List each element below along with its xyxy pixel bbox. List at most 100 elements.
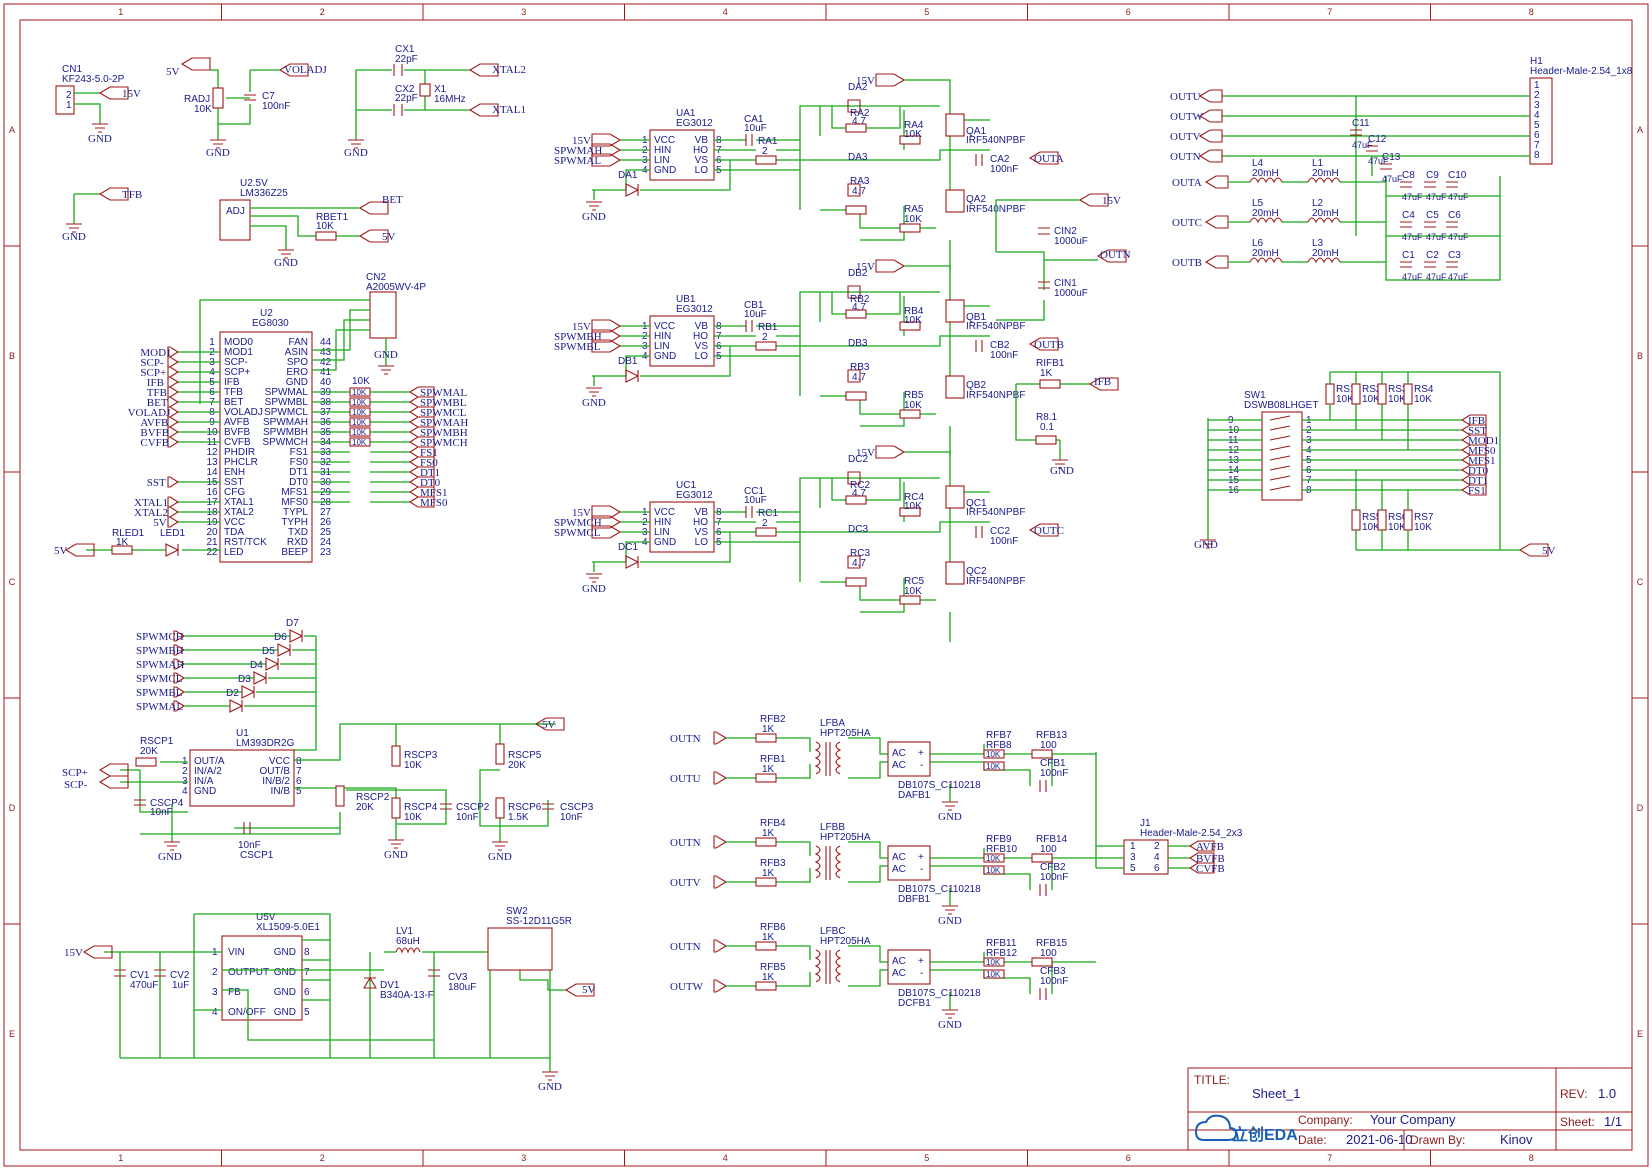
bootstrap-diode: [625, 369, 640, 383]
svg-text:C7: C7: [262, 91, 275, 102]
net-flag: [408, 396, 435, 408]
eg8030-pin-name: MOD1: [224, 347, 253, 358]
net-flag: [1204, 215, 1229, 229]
inductor-value: 20mH: [1312, 168, 1339, 179]
or-diode: [229, 699, 244, 713]
eg8030-pin-name: TXD: [288, 527, 308, 538]
cap-value: 100nF: [990, 164, 1018, 175]
resistor-value: 2: [762, 518, 768, 529]
svg-text:CIN1: CIN1: [1054, 278, 1077, 289]
pulldown-resistor: [899, 409, 921, 419]
diode-ref: D6: [274, 632, 287, 643]
net-flag: [167, 386, 180, 398]
or-diode: [277, 643, 292, 657]
net-label: FS1: [1468, 485, 1486, 497]
bridge-ref: DCFB1: [898, 998, 931, 1009]
svg-text:Company:: Company:: [1298, 1113, 1353, 1127]
resistor-ref: RFB9: [986, 834, 1012, 845]
filter-cap: [1424, 181, 1436, 188]
transformer-part: HPT205HA: [820, 728, 871, 739]
net-flag: [408, 466, 435, 478]
resistor-ref: RA4: [904, 120, 924, 131]
eg8030-pin-name: BEEP: [281, 547, 308, 558]
svg-text:J1: J1: [1140, 818, 1151, 829]
cap-value: 47uF: [1402, 272, 1423, 282]
eg8030-pin-name: TDA: [224, 527, 244, 538]
snubber-cap: [975, 526, 983, 538]
eg8030-pin-name: SPWMBL: [265, 397, 309, 408]
eg8030-pin-num: 41: [320, 367, 332, 378]
gnd-label: GND: [582, 397, 606, 409]
net-flag: [591, 339, 622, 353]
filter-resistor: [1031, 853, 1053, 863]
svg-text:CIN2: CIN2: [1054, 226, 1077, 237]
svg-text:CX1: CX1: [395, 44, 415, 55]
svg-text:GND: GND: [374, 349, 398, 361]
pulldown-resistor: [899, 595, 921, 605]
buck-block: U5V XL1509-5.0E1 VIN1OUTPUT2FB3ON/OFF4GN…: [64, 906, 596, 1093]
cap-ref: CA1: [744, 114, 764, 125]
net-flag: [167, 506, 180, 518]
resistor-ref: RC5: [904, 576, 924, 587]
cap-ref: C12: [1368, 134, 1387, 145]
dc-bus-block: CIN2 1000uF CIN1 1000uF 15V OUTN IFB RIF…: [995, 193, 1131, 477]
lm393-pin-num: 7: [296, 766, 302, 777]
bridge-pin: +: [918, 748, 924, 759]
eg8030-pin-name: BET: [224, 397, 243, 408]
svg-text:180uF: 180uF: [448, 982, 476, 993]
net-label: MFS0: [420, 497, 448, 509]
net-flag: [408, 486, 435, 498]
diode-ref: D7: [286, 618, 299, 629]
driver-pin-name: HIN: [654, 331, 671, 342]
mosfet-ref: QC2: [966, 566, 987, 577]
net-label: MOD1: [1468, 435, 1499, 447]
svg-text:22pF: 22pF: [395, 93, 418, 104]
svg-text:OUTN: OUTN: [1100, 249, 1131, 261]
resistor-ref: RFB12: [986, 948, 1018, 959]
svg-text:A2005WV-4P: A2005WV-4P: [366, 282, 426, 293]
resistor-ref: RFB10: [986, 844, 1018, 855]
resistor-value: 1K: [762, 764, 775, 775]
net-flag: [167, 416, 180, 428]
bootstrap-cap: [745, 134, 753, 146]
header-pin-num: 6: [1534, 130, 1540, 141]
filter-cap: [1446, 261, 1458, 268]
resistor-ref: RA5: [904, 204, 924, 215]
grid-col-label: 7: [1327, 7, 1332, 17]
gate-diode: [847, 471, 861, 485]
net-flag: [1188, 852, 1215, 864]
inductor-value: 20mH: [1252, 168, 1279, 179]
svg-text:1K: 1K: [116, 537, 129, 548]
resistor-ref: RB3: [850, 362, 870, 373]
svg-text:U5V: U5V: [256, 912, 276, 923]
gnd-symbol: [586, 201, 602, 211]
cap-value: 100nF: [1040, 768, 1068, 779]
svg-text:1000uF: 1000uF: [1054, 288, 1088, 299]
buck-pin-name: ON/OFF: [228, 1007, 266, 1018]
driver-pin-name: VS: [695, 155, 709, 166]
eg8030-pin-name: SCP+: [224, 367, 251, 378]
lm393-pin-num: 6: [296, 776, 302, 787]
resistor-value: 10K: [1388, 394, 1406, 405]
gate-resistor: [755, 527, 777, 537]
net-label: SPWMAL: [420, 387, 467, 399]
svg-text:H1: H1: [1530, 56, 1543, 67]
resistor-ref: RB5: [904, 390, 924, 401]
radj-resistor: [212, 87, 224, 109]
net-label: SPWMCH: [554, 517, 602, 529]
grid-col-label: 3: [521, 7, 526, 17]
svg-text:TITLE:: TITLE:: [1194, 1073, 1230, 1087]
resistor-value: 10K: [986, 970, 1001, 979]
eg8030-pin-name: MFS0: [281, 497, 308, 508]
net-label: CVFB: [1196, 863, 1225, 875]
crystal-block: CX1 22pF CX2 22pF X1 16MHz XTAL2 XTAL1 G…: [344, 44, 526, 159]
filter-cap: [1039, 780, 1047, 792]
filter-inductor: [1249, 217, 1341, 224]
eg8030-pin-name: FS1: [290, 447, 309, 458]
eg8030-pin-num: 44: [320, 337, 332, 348]
driver-part: EG3012: [676, 118, 713, 129]
net-label: MFS0: [1468, 445, 1496, 457]
